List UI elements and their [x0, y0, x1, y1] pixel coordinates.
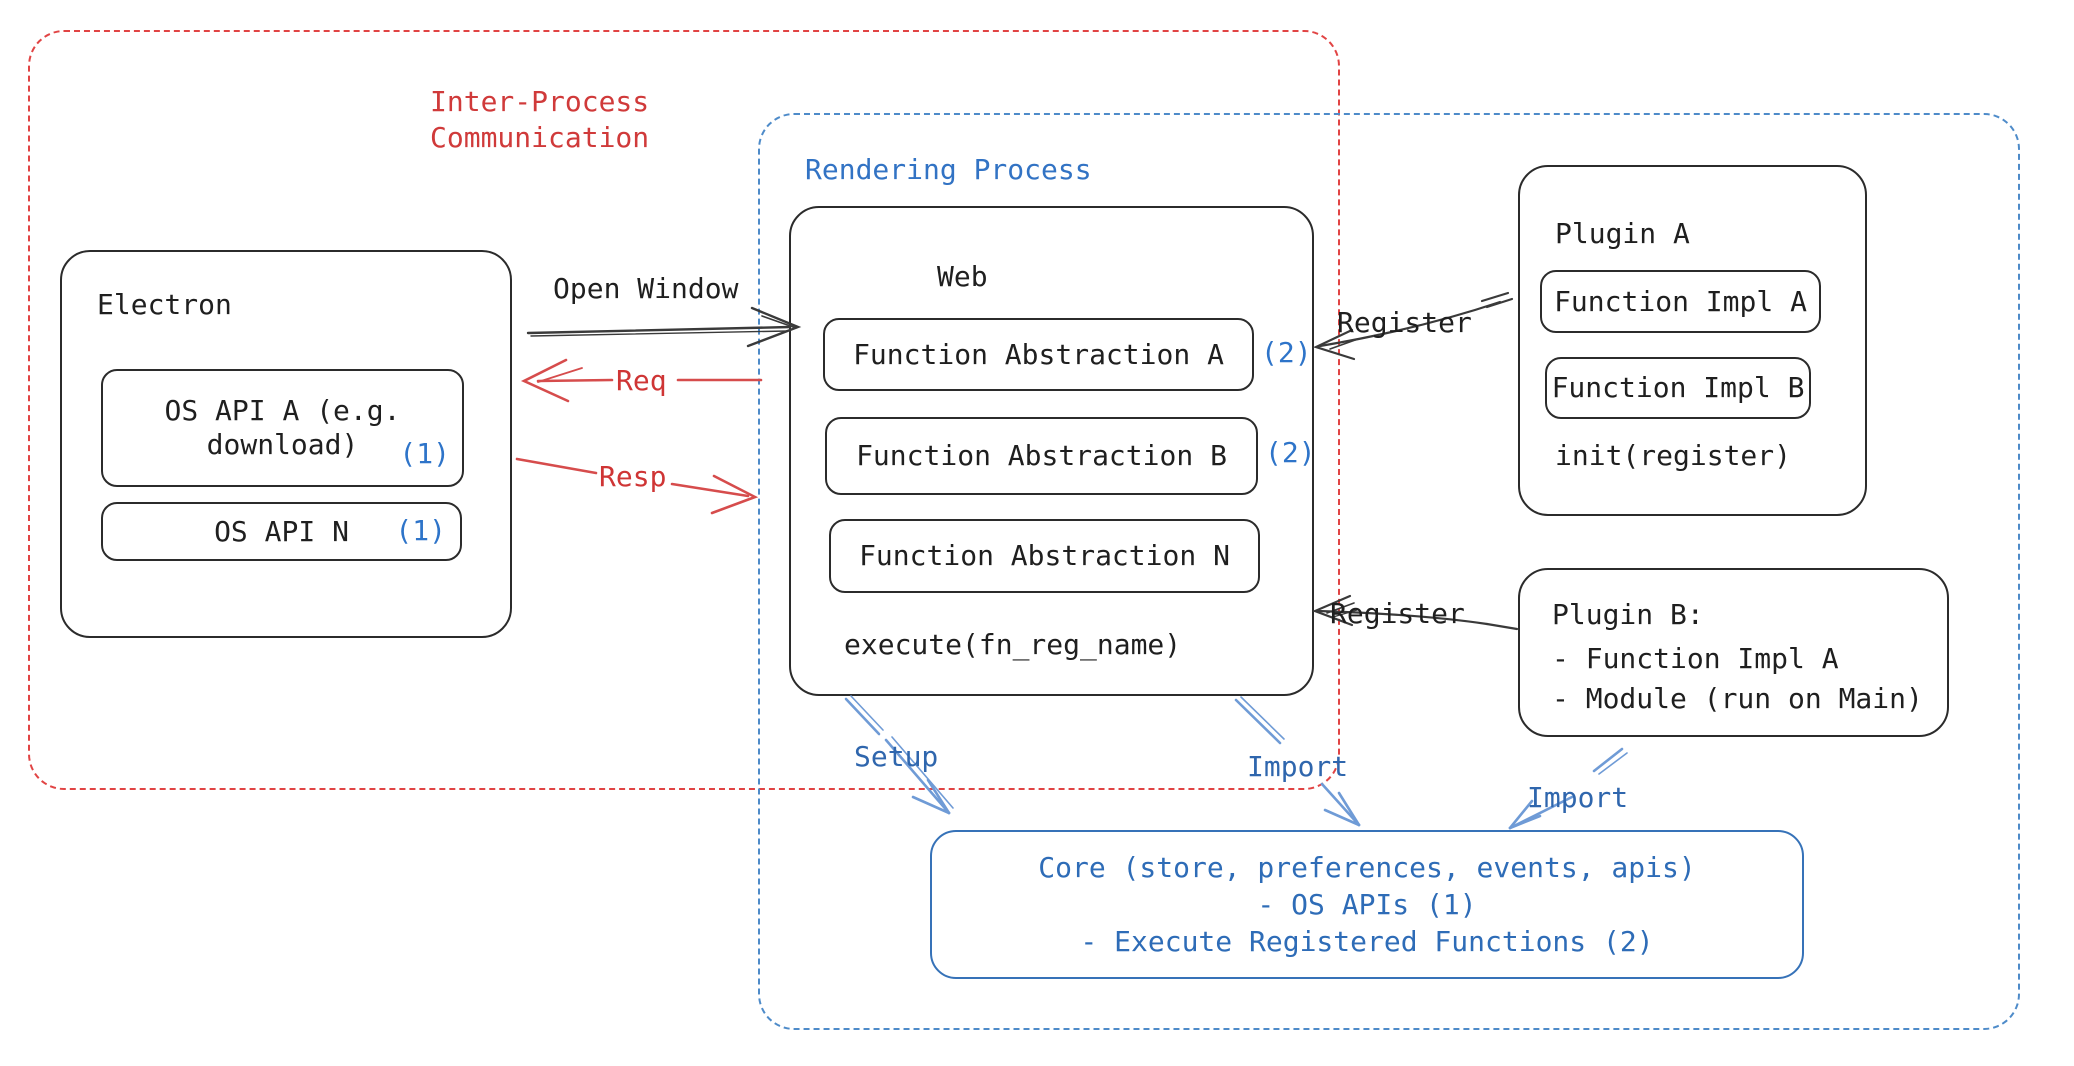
- web-box: Web Function Abstraction A (2) Function …: [789, 206, 1316, 696]
- register-b-label: Register: [1330, 597, 1465, 630]
- rendering-region-outline: [758, 113, 2020, 1030]
- plugin-b-box: Plugin B: - Function Impl A - Module (ru…: [1518, 568, 1949, 737]
- core-box: Core (store, preferences, events, apis) …: [930, 830, 1804, 979]
- fn-abstraction-n-box: Function Abstraction N: [829, 519, 1260, 593]
- ipc-region-label: Inter-Process Communication: [430, 85, 650, 154]
- fn-abstraction-a-badge: (2): [1261, 336, 1312, 369]
- os-api-n-badge: (1): [395, 514, 446, 547]
- plugin-b-line2: - Function Impl A: [1552, 642, 1839, 675]
- ipc-region-outline: [28, 30, 1340, 790]
- plugin-a-impl-b-label: Function Impl B: [1551, 371, 1805, 404]
- os-api-n-box: OS API N (1): [101, 502, 462, 561]
- resp-label: Resp: [599, 460, 667, 493]
- plugin-b-line3: - Module (run on Main): [1552, 682, 1923, 715]
- electron-title: Electron: [97, 288, 232, 321]
- rendering-region-label: Rendering Process: [805, 153, 1092, 186]
- fn-abstraction-a-box: Function Abstraction A: [823, 318, 1254, 391]
- plugin-a-title: Plugin A: [1555, 217, 1690, 250]
- web-execute-label: execute(fn_reg_name): [844, 628, 1182, 661]
- electron-box: Electron OS API A (e.g. download) (1) OS…: [60, 250, 512, 638]
- setup-label: Setup: [854, 740, 939, 773]
- plugin-a-impl-a-box: Function Impl A: [1540, 270, 1821, 333]
- fn-abstraction-n-label: Function Abstraction N: [859, 539, 1230, 572]
- fn-abstraction-b-box: Function Abstraction B: [825, 417, 1258, 495]
- plugin-a-init-label: init(register): [1555, 439, 1792, 472]
- import-web-label: Import: [1247, 750, 1349, 783]
- open-window-label: Open Window: [553, 272, 739, 305]
- plugin-a-impl-b-box: Function Impl B: [1545, 357, 1811, 419]
- fn-abstraction-b-label: Function Abstraction B: [856, 439, 1227, 472]
- plugin-a-impl-a-label: Function Impl A: [1554, 284, 1807, 318]
- req-label: Req: [616, 364, 667, 397]
- core-line1: Core (store, preferences, events, apis): [1038, 851, 1696, 884]
- register-a-label: Register: [1337, 306, 1472, 339]
- os-api-n-label: OS API N: [214, 514, 349, 548]
- os-api-a-box: OS API A (e.g. download) (1): [101, 369, 464, 487]
- plugin-b-line1: Plugin B:: [1552, 598, 1704, 631]
- fn-abstraction-a-label: Function Abstraction A: [853, 337, 1224, 371]
- core-line2: - OS APIs (1): [1257, 888, 1477, 921]
- os-api-a-label: OS API A (e.g. download): [164, 394, 401, 461]
- core-line3: - Execute Registered Functions (2): [1080, 925, 1654, 958]
- import-plugin-label: Import: [1527, 781, 1629, 814]
- plugin-a-box: Plugin A Function Impl A Function Impl B…: [1518, 165, 1867, 516]
- os-api-a-badge: (1): [399, 437, 450, 470]
- fn-abstraction-b-badge: (2): [1265, 436, 1316, 469]
- web-title: Web: [937, 260, 988, 293]
